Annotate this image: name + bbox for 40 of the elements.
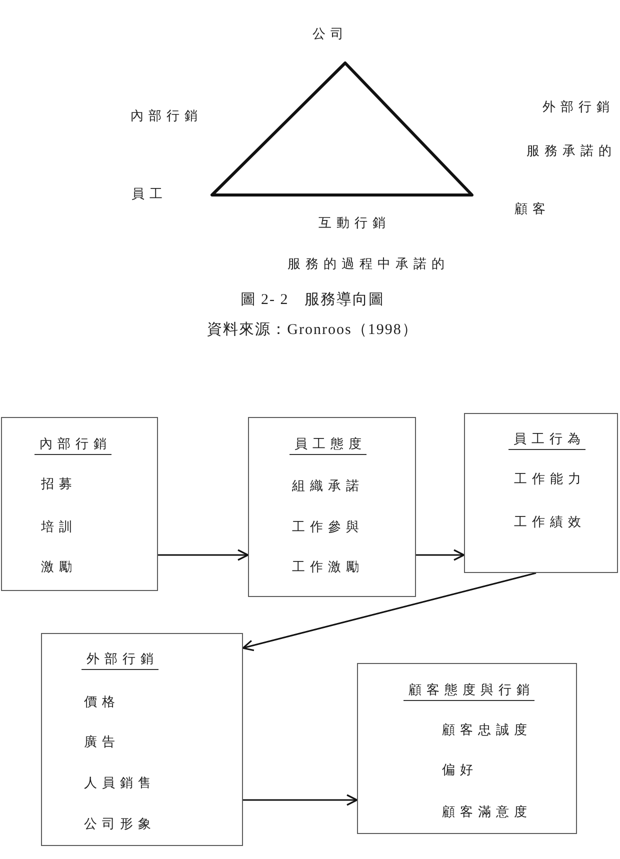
process-box <box>248 417 416 597</box>
process-box <box>464 413 618 573</box>
list-item: 人員銷售 <box>84 776 156 792</box>
list-item: 工作能力 <box>514 472 586 488</box>
list-item: 顧客忠誠度 <box>442 723 532 739</box>
list-item: 招募 <box>41 477 77 493</box>
side-note: 服務的過程中承諾的 <box>286 257 450 273</box>
process-box <box>41 633 243 846</box>
list-item: 工作激勵 <box>292 560 364 576</box>
section-heading: 員工態度 <box>290 437 366 455</box>
side-note: 服務承諾的 <box>526 144 616 160</box>
list-item: 培訓 <box>41 520 77 536</box>
section-heading: 員工行為 <box>508 432 586 450</box>
side-label: 互動行銷 <box>318 216 390 232</box>
side-label: 外部行銷 <box>542 100 614 116</box>
list-item: 工作績效 <box>514 515 586 531</box>
list-item: 公司形象 <box>84 817 156 833</box>
figure-caption: 圖 2- 2 服務導向圖 <box>239 292 385 308</box>
arrow <box>416 549 465 561</box>
list-item: 組織承諾 <box>292 479 364 495</box>
list-item: 激勵 <box>41 560 77 576</box>
list-item: 顧客滿意度 <box>442 805 532 821</box>
section-heading: 內部行銷 <box>34 437 112 455</box>
process-box <box>1 417 158 591</box>
side-label: 內部行銷 <box>130 109 202 125</box>
list-item: 價格 <box>84 695 120 711</box>
triangle-shape <box>210 61 474 197</box>
source-note: 資料來源：Gronroos（1998） <box>206 322 418 338</box>
list-item: 偏好 <box>442 763 478 779</box>
arrow <box>243 794 358 806</box>
list-item: 廣告 <box>84 735 120 751</box>
section-heading: 顧客態度與行銷 <box>404 683 534 701</box>
section-heading: 外部行銷 <box>82 652 158 670</box>
vertex-label: 公司 <box>312 27 348 43</box>
list-item: 工作參與 <box>292 520 364 536</box>
arrow <box>158 549 249 561</box>
process-box <box>357 663 577 834</box>
vertex-label: 員工 <box>130 187 168 203</box>
vertex-label: 顧客 <box>514 202 550 218</box>
arrow <box>242 572 536 652</box>
